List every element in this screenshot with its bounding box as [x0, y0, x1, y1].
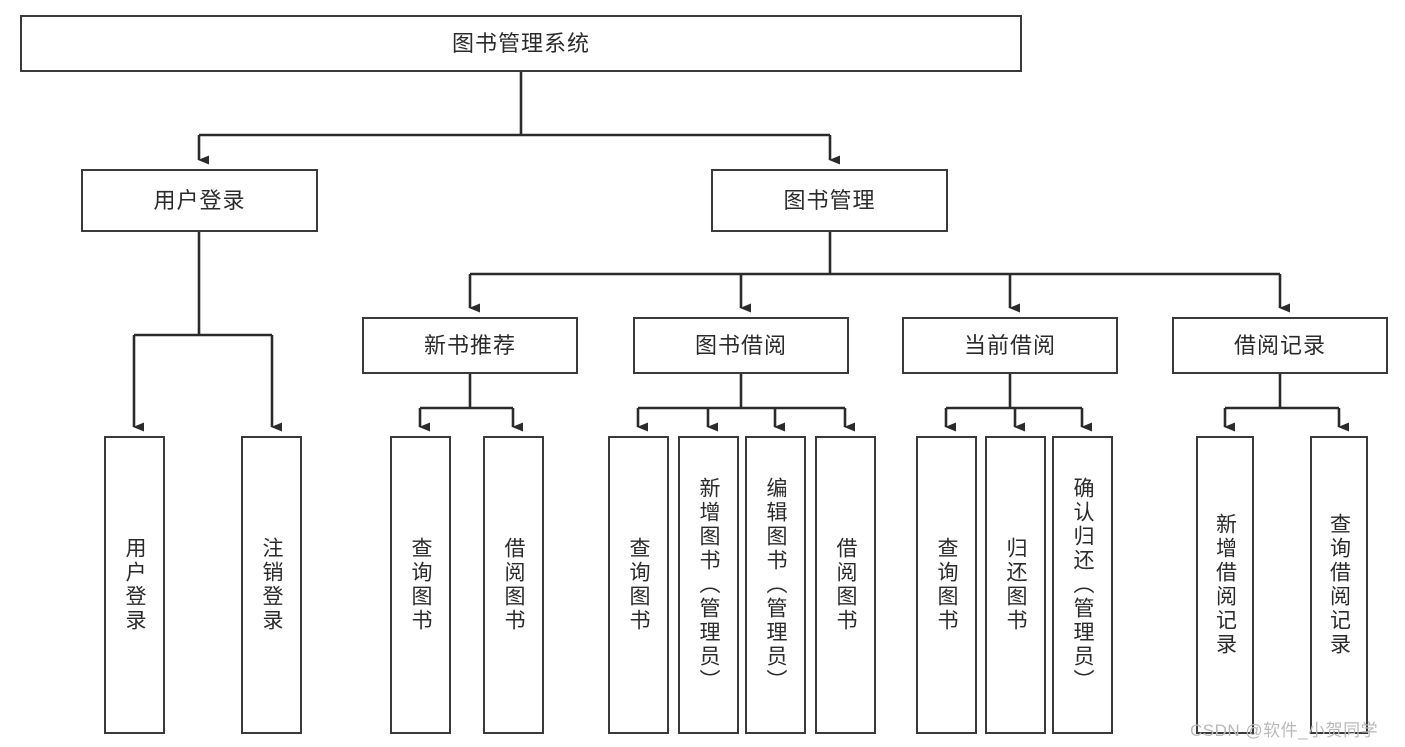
node-leaf-query-book-a[interactable]: 查询图书	[390, 436, 451, 734]
node-root[interactable]: 图书管理系统	[20, 15, 1022, 72]
node-leaf-confirm-return[interactable]: 确认归还（管理员）	[1052, 436, 1113, 734]
node-current-borrow-label: 当前借阅	[963, 332, 1056, 358]
node-leaf-edit-book-label: 编辑图书（管理员）	[764, 477, 787, 693]
node-leaf-borrow-book-a-label: 借阅图书	[502, 537, 525, 633]
csdn-watermark: CSDN @软件_小贺同学	[1190, 721, 1379, 740]
node-root-label: 图书管理系统	[451, 30, 590, 56]
node-leaf-confirm-return-label: 确认归还（管理员）	[1071, 477, 1094, 693]
node-user-login-label: 用户登录	[153, 187, 246, 213]
node-book-manage-label: 图书管理	[783, 187, 876, 213]
node-leaf-add-book-label: 新增图书（管理员）	[697, 477, 720, 693]
node-leaf-query-book-b-label: 查询图书	[627, 537, 650, 633]
node-book-borrow[interactable]: 图书借阅	[633, 317, 849, 374]
node-leaf-user-login[interactable]: 用户登录	[104, 436, 165, 734]
node-leaf-query-book-b[interactable]: 查询图书	[608, 436, 669, 734]
node-leaf-add-record[interactable]: 新增借阅记录	[1196, 436, 1254, 734]
node-leaf-borrow-book-a[interactable]: 借阅图书	[483, 436, 544, 734]
node-leaf-query-book-c-label: 查询图书	[935, 537, 958, 633]
node-current-borrow[interactable]: 当前借阅	[902, 317, 1118, 374]
node-leaf-edit-book[interactable]: 编辑图书（管理员）	[745, 436, 806, 734]
node-leaf-query-record[interactable]: 查询借阅记录	[1310, 436, 1368, 734]
node-leaf-query-book-c[interactable]: 查询图书	[916, 436, 977, 734]
node-leaf-add-book[interactable]: 新增图书（管理员）	[678, 436, 739, 734]
node-user-login[interactable]: 用户登录	[81, 169, 318, 232]
node-new-book-rec-label: 新书推荐	[423, 332, 516, 358]
node-leaf-query-book-a-label: 查询图书	[409, 537, 432, 633]
node-leaf-user-login-label: 用户登录	[123, 537, 146, 633]
node-book-manage[interactable]: 图书管理	[711, 169, 948, 232]
node-leaf-query-record-label: 查询借阅记录	[1327, 513, 1351, 657]
node-leaf-logout[interactable]: 注销登录	[241, 436, 302, 734]
node-leaf-logout-label: 注销登录	[260, 537, 283, 633]
node-leaf-borrow-book-b[interactable]: 借阅图书	[815, 436, 876, 734]
node-leaf-return-book-label: 归还图书	[1004, 537, 1027, 633]
node-borrow-record[interactable]: 借阅记录	[1172, 317, 1388, 374]
node-borrow-record-label: 借阅记录	[1233, 332, 1326, 358]
node-leaf-borrow-book-b-label: 借阅图书	[834, 537, 857, 633]
node-leaf-return-book[interactable]: 归还图书	[985, 436, 1046, 734]
node-leaf-add-record-label: 新增借阅记录	[1213, 513, 1237, 657]
node-new-book-rec[interactable]: 新书推荐	[362, 317, 578, 374]
node-book-borrow-label: 图书借阅	[694, 332, 787, 358]
